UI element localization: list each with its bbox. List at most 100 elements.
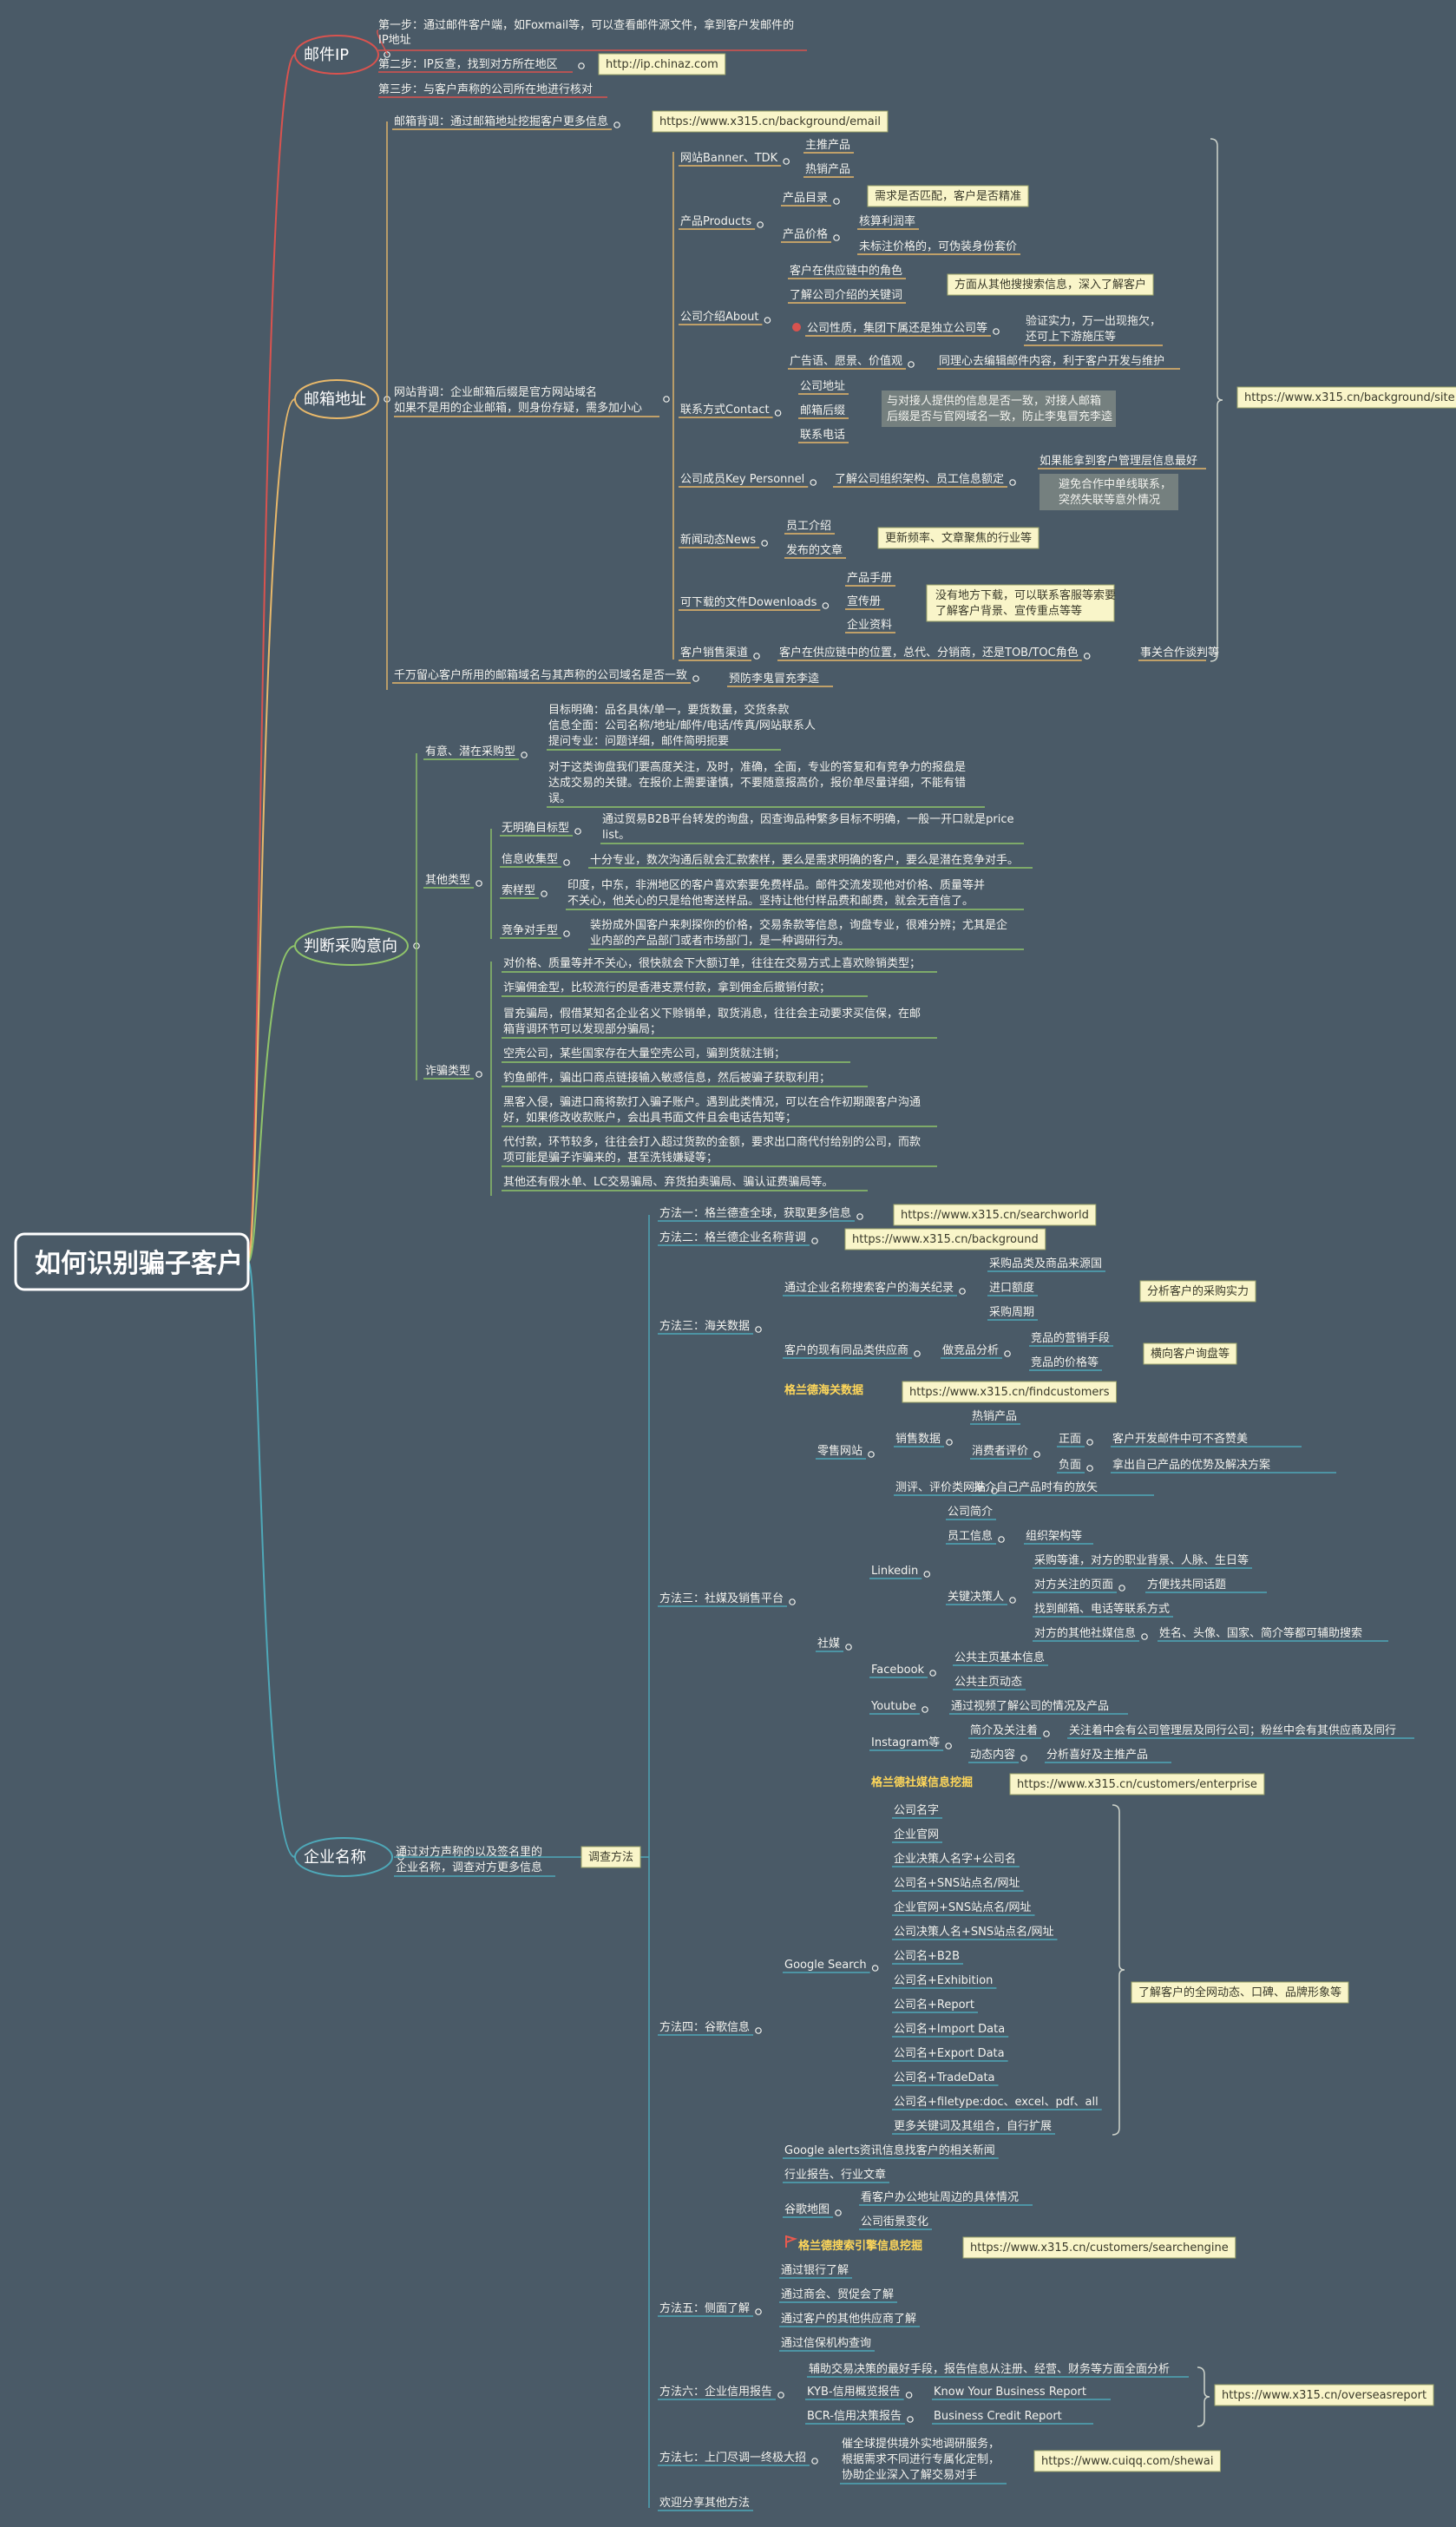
- method-tag: 调查方法: [588, 1850, 633, 1864]
- node-label: 热销产品: [805, 163, 850, 176]
- node-label: 通过信保机构查询: [781, 2337, 871, 2350]
- node-label: 公司决策人名+SNS站点名/网址: [894, 1925, 1054, 1939]
- node-dot: [923, 1571, 931, 1578]
- customs-strength-box-bg: [1139, 1280, 1256, 1303]
- node-label: 公司名+filetype:doc、excel、pdf、all: [894, 2095, 1099, 2109]
- branch-node-bg: [294, 35, 379, 75]
- node-label: 网站Banner、TDK: [680, 152, 778, 165]
- node-label: 客户在供应链中的位置，总代、分销商，还是TOB/TOC角色: [779, 646, 1079, 660]
- link-shewai: https://www.cuiqq.com/shewai: [1041, 2455, 1213, 2468]
- node-label: 了解公司组织架构、员工信息额定: [835, 472, 1004, 486]
- node-label: 公司名+SNS站点名/网址: [894, 1876, 1020, 1890]
- node-label: 更多关键词及其组合，自行扩展: [894, 2119, 1052, 2133]
- empathy-note: 同理心去编辑邮件内容，利于客户开发与维护: [939, 354, 1164, 368]
- link-searchengine-bg: [962, 2236, 1236, 2259]
- node-dot: [757, 221, 764, 228]
- node-label: 不关心，他关心的只是给他寄送样品。坚持让他付样品费和邮费，就会无音信了。: [567, 894, 974, 908]
- node-label: 达成交易的关键。在报价上需要谨慎，不要随意报高价，报价单尽量详细，不能有错: [548, 776, 966, 790]
- node-label: 根据需求不同进行专属化定制，: [842, 2453, 1000, 2466]
- node-label: 行业报告、行业文章: [784, 2168, 886, 2182]
- node-label: 对方的其他社媒信息: [1034, 1626, 1136, 1640]
- node-label: 对价格、质量等并不关心，很快就会下大额订单，往往在交易方式上喜欢赊销类型；: [503, 956, 921, 970]
- node-label: 公司名+B2B: [894, 1949, 960, 1963]
- node-label: 采购品类及商品来源国: [989, 1257, 1102, 1270]
- node-dot: [1141, 1633, 1148, 1640]
- node-label: 通过银行了解: [781, 2264, 849, 2277]
- contact-note-bg: [882, 391, 1116, 427]
- node-dot: [945, 1743, 952, 1749]
- node-dot: [811, 2458, 818, 2465]
- node-label: KYB-信用概览报告: [807, 2385, 901, 2399]
- node-label: 印度，中东，非洲地区的客户喜欢索要免费样品。邮件交流发现他对价格、质量等并: [567, 878, 985, 892]
- node-label: 方法七：上门尽调一终极大招: [659, 2451, 806, 2465]
- node-dot: [578, 62, 585, 69]
- site-link: https://www.x315.cn/background/site: [1244, 391, 1455, 404]
- node-label: 通过客户的其他供应商了解: [781, 2312, 916, 2326]
- node-label: 邮箱背调：通过邮箱地址挖掘客户更多信息: [394, 115, 608, 128]
- node-label: 正面: [1059, 1433, 1081, 1446]
- node-label: 黑客入侵，骗进口商将款打入骗子账户。遇到此类情况，可以在合作初期跟客户沟通: [503, 1095, 921, 1109]
- node-dot: [753, 653, 760, 660]
- node-labels: 如何识别骗子客户邮件IP邮箱地址判断采购意向企业名称第一步：通过邮件客户端，如F…: [35, 18, 1455, 2510]
- node-dot: [475, 1071, 482, 1078]
- node-dot: [1033, 1451, 1040, 1458]
- node-label: 千万留心客户所用的邮箱域名与其声称的公司域名是否一致: [394, 668, 687, 682]
- node-label: 分析喜好及主推产品: [1046, 1749, 1148, 1762]
- node-label: 关注着中会有公司管理层及同行公司；粉丝中会有其供应商及同行: [1069, 1723, 1396, 1737]
- node-label: 代付款，环节较多，往往会打入超过货款的金额，要求出口商代付给别的公司，而款: [503, 1135, 921, 1149]
- node-dot: [856, 1213, 863, 1220]
- node-label: 公司名+Report: [894, 1998, 974, 2012]
- node-label: 公司名字: [894, 1803, 939, 1817]
- node-label: 发布的文章: [786, 543, 843, 557]
- node-dot: [946, 1439, 953, 1446]
- node-dot: [908, 361, 915, 368]
- ip-step3: 第三步：与客户声称的公司所在地进行核对: [378, 82, 593, 96]
- node-label: 企业名称，调查对方更多信息: [396, 1861, 542, 1874]
- connector-curve: [247, 1261, 296, 1858]
- site-check-2: 如果不是用的企业邮箱，则身份存疑，需多加小心: [394, 401, 642, 415]
- node-dot: [777, 2392, 784, 2399]
- root-node: 如何识别骗子客户: [35, 1249, 243, 1279]
- root-node-box: [14, 1232, 250, 1291]
- download-note-bg: [926, 584, 1115, 622]
- node-dot: [822, 602, 830, 609]
- deep-understand-box-bg: [947, 273, 1154, 296]
- node-dot: [521, 752, 528, 758]
- node-label: 其他类型: [425, 874, 470, 887]
- node-dot: [783, 158, 790, 165]
- node-label: 企业决策人名字+公司名: [894, 1852, 1016, 1866]
- update-freq-box-bg: [877, 527, 1040, 549]
- node-label: 好，如果修改收款账户，会出具书面文件且会电话告知等；: [503, 1111, 797, 1125]
- node-label: 产品目录: [783, 192, 828, 205]
- link-findcustomers: https://www.x315.cn/findcustomers: [909, 1386, 1110, 1399]
- node-dot: [692, 675, 699, 682]
- node-label: 公司介绍About: [680, 311, 758, 324]
- node-label: 宣传册: [847, 594, 881, 608]
- connector-curve: [247, 398, 296, 1263]
- node-label: Linkedin: [871, 1565, 918, 1578]
- deep-understand-box: 方面从其他搜搜索信息，深入了解客户: [954, 278, 1146, 292]
- link-overseasreport-bg: [1214, 2384, 1434, 2406]
- node-label: Instagram等: [871, 1736, 940, 1749]
- node-label: 方法二：格兰德企业名称背调: [659, 1231, 806, 1244]
- social-dig-label: 格兰德社媒信息挖掘: [871, 1775, 973, 1789]
- node-label: 关键决策人: [948, 1590, 1004, 1604]
- mailbox-link-bg: [652, 110, 889, 133]
- node-label: 对方关注的页面: [1034, 1578, 1113, 1592]
- branch-node: 邮箱地址: [304, 391, 366, 409]
- node-label: 测评、评价类网站: [895, 1481, 986, 1494]
- node-label: 公司性质，集团下属还是独立公司等: [807, 321, 987, 335]
- site-link-bg: [1236, 386, 1456, 409]
- node-label: 可下载的文件Dowenloads: [680, 595, 817, 609]
- node-label: 方法五：侧面了解: [659, 2301, 750, 2315]
- branch-node: 企业名称: [304, 1848, 366, 1867]
- link-searchworld-bg: [893, 1204, 1097, 1226]
- mgmt-best: 如果能拿到客户管理层信息最好: [1040, 454, 1197, 468]
- node-dot: [959, 1288, 966, 1295]
- node-label: 空壳公司，某些国家存在大量空壳公司，骗到货就注销；: [503, 1047, 785, 1060]
- ip-step1: 第一步：通过邮件客户端，如Foxmail等，可以查看邮件源文件，拿到客户发邮件的: [378, 18, 794, 32]
- node-dot: [563, 859, 570, 866]
- node-label: 协助企业深入了解交易对手: [842, 2468, 977, 2482]
- node-label: 误。: [548, 792, 571, 805]
